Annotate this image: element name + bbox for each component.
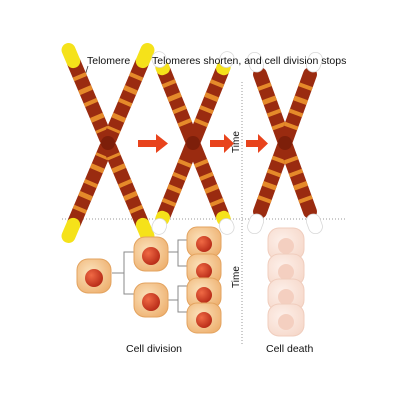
cell-division-caption: Cell division [126, 343, 183, 355]
cell-death-caption: Cell death [266, 343, 314, 355]
shorten-caption: Telomeres shorten, and cell division sto… [152, 55, 347, 67]
chromosome-icon [151, 51, 235, 235]
cell-icon [186, 253, 222, 285]
cell-icon [76, 258, 112, 294]
division-connectors [112, 239, 188, 313]
cell-icon [133, 236, 169, 272]
chromosome-icon [61, 43, 155, 243]
cell-icon [186, 302, 222, 334]
cell-icon [186, 226, 222, 258]
right-arrow-icon [210, 134, 234, 153]
cell-icon [133, 282, 169, 318]
right-arrow-icon [246, 134, 268, 153]
dead-cell-icon [267, 227, 305, 261]
cell-icon [186, 277, 222, 309]
time-label-top: Time [231, 131, 242, 153]
right-arrow-icon [138, 134, 168, 153]
chromosome-icon [247, 51, 323, 235]
dead-cell-icon [267, 278, 305, 312]
dead-cell-icon [267, 303, 305, 337]
telomere-label: Telomere [87, 55, 131, 67]
time-label-bottom: Time [231, 266, 242, 288]
